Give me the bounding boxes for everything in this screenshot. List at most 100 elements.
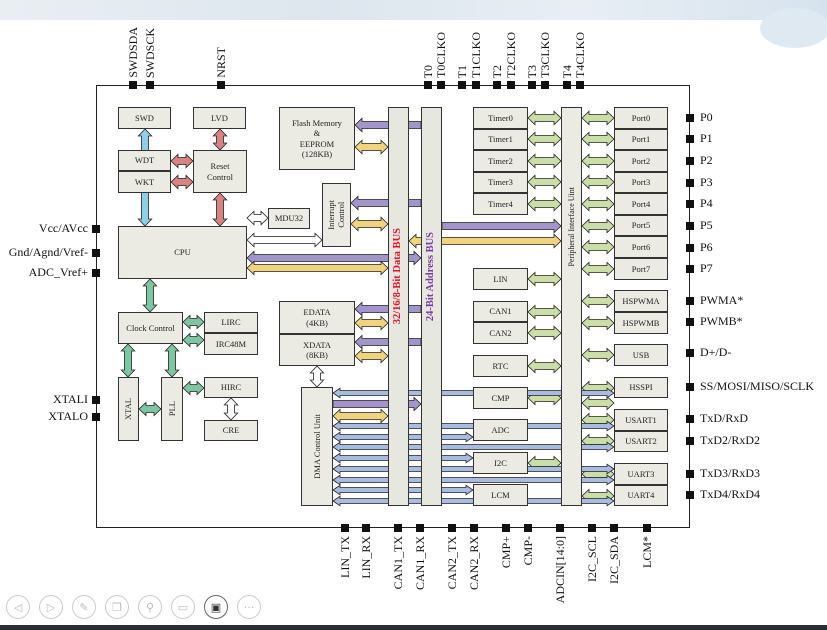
pin-vcc-avcc <box>92 225 100 233</box>
pin-label: XTALI <box>52 392 88 406</box>
pin-label: NRST <box>214 47 228 78</box>
pin-label: TxD2/RxD2 <box>700 433 760 447</box>
address-bus: 24-Bit Address BUS <box>421 107 442 506</box>
block-timer0: Timer0 <box>473 107 528 129</box>
pin-label: SS/MOSI/MISO/SCLK <box>700 379 815 393</box>
piu-port-arrow <box>581 239 615 255</box>
block-lvd-label: LVD <box>211 112 228 123</box>
block-rtc: RTC <box>473 355 528 377</box>
block-port5: Port5 <box>614 215 668 236</box>
pen-button[interactable]: ✎ <box>72 595 96 619</box>
pin-label: T1 <box>455 64 469 78</box>
zoom-button[interactable]: ⚲ <box>138 595 162 619</box>
block-port2-label: Port2 <box>631 155 651 166</box>
block-port6-label: Port6 <box>631 241 651 252</box>
block-interrupt: Interrupt Control <box>322 183 351 247</box>
block-cmp-label: CMP <box>491 392 510 403</box>
pin-label: TxD3/RxD3 <box>700 466 760 480</box>
block-clock-label: Clock Control <box>126 322 175 333</box>
pin-p2 <box>686 157 694 165</box>
block-lvd: LVD <box>193 107 246 129</box>
block-can1: CAN1 <box>473 301 528 322</box>
block-uart4: UART4 <box>614 485 668 506</box>
block-i2c: I2C <box>473 452 528 474</box>
presentation-toolbar: ◁ ▷ ✎ ❐ ⚲ ▭ ▣ ··· <box>0 590 827 625</box>
block-hsspi: HSSPI <box>614 377 668 398</box>
pin-p3 <box>686 179 694 187</box>
hirc-cre-arrow <box>223 397 239 421</box>
peripheral-piu-arrow <box>527 358 562 374</box>
block-port4: Port4 <box>614 193 668 215</box>
pin-txd3-rxd3 <box>686 470 694 478</box>
block-wdt: WDT <box>118 150 171 171</box>
block-usart1-label: USART1 <box>625 414 657 425</box>
pin-label: PWMB* <box>700 314 743 328</box>
block-cpu: CPU <box>118 226 247 279</box>
block-edata: EDATA (4KB) <box>279 301 355 334</box>
block-cpu-label: CPU <box>174 247 191 258</box>
pin-adcin-14-0- <box>556 524 564 532</box>
block-usb-label: USB <box>632 349 650 360</box>
record-video-button[interactable]: ▣ <box>204 595 228 619</box>
data-bus: 32/16/8-Bit Data BUS <box>388 107 409 506</box>
slide-header-background <box>0 0 827 20</box>
block-adc: ADC <box>473 419 528 441</box>
block-cre-label: CRE <box>222 425 240 436</box>
block-i2c-label: I2C <box>494 457 507 468</box>
pin-can1-tx <box>394 524 402 532</box>
block-can1-label: CAN1 <box>489 306 512 317</box>
pin-p6 <box>686 244 694 252</box>
cpu-data-arrow <box>246 260 389 276</box>
copy-button[interactable]: ❐ <box>105 595 129 619</box>
block-port0: Port0 <box>614 107 668 129</box>
pin-label: XTALO <box>48 409 88 423</box>
block-timer3: Timer3 <box>473 172 528 193</box>
block-edata-label: EDATA (4KB) <box>303 307 331 328</box>
block-timer4: Timer4 <box>473 193 528 215</box>
block-port5-label: Port5 <box>631 220 651 231</box>
more-icon: ··· <box>243 600 255 614</box>
piu-port-arrow <box>581 110 615 126</box>
block-lirc-label: LIRC <box>221 317 241 328</box>
zoom-icon: ⚲ <box>145 600 155 614</box>
next-button[interactable]: ▷ <box>39 595 63 619</box>
subtitles-icon: ▭ <box>177 600 189 614</box>
block-usb: USB <box>614 344 668 366</box>
block-usart2-label: USART2 <box>625 436 657 447</box>
subtitles-button[interactable]: ▭ <box>171 595 195 619</box>
pin-t1clko <box>472 81 480 89</box>
pin-label: T0CLKO <box>434 32 448 78</box>
block-port1: Port1 <box>614 129 668 150</box>
pin-adc-vref- <box>92 269 100 277</box>
block-lcm: LCM <box>473 484 528 506</box>
pin-p4 <box>686 200 694 208</box>
pin-label: T2CLKO <box>504 32 518 78</box>
interrupt-data-arrow <box>350 216 389 232</box>
block-hirc: HIRC <box>204 377 258 398</box>
cpu-clock-arrow <box>142 278 158 313</box>
block-xtal-label: XTAL <box>123 398 134 420</box>
peripheral-piu-arrow <box>527 174 562 190</box>
pin-t3clko <box>541 81 549 89</box>
dma-data-arrow <box>332 408 389 424</box>
block-xdata-label: XDATA (8KB) <box>302 339 332 360</box>
block-port3: Port3 <box>614 172 668 193</box>
block-lcm-label: LCM <box>491 489 510 500</box>
pin-t1 <box>458 81 466 89</box>
pin-label: T1CLKO <box>469 32 483 78</box>
block-hspwma: HSPWMA <box>614 290 668 312</box>
pin-i2c-sda <box>610 524 618 532</box>
block-irc48m: IRC48M <box>204 333 258 355</box>
more-button[interactable]: ··· <box>237 595 261 619</box>
block-mdu32-label: MDU32 <box>274 213 304 224</box>
block-timer4-label: Timer4 <box>488 198 513 209</box>
block-timer1-label: Timer1 <box>488 134 513 145</box>
block-port1-label: Port1 <box>631 134 651 145</box>
peripheral-piu-arrow <box>527 271 562 287</box>
previous-button[interactable]: ◁ <box>6 595 30 619</box>
block-port4-label: Port4 <box>631 198 651 209</box>
pin-txd-rxd <box>686 415 694 423</box>
pin-i2c-scl <box>588 524 596 532</box>
block-adc-label: ADC <box>491 424 510 435</box>
peripheral-piu-arrow <box>527 304 562 320</box>
